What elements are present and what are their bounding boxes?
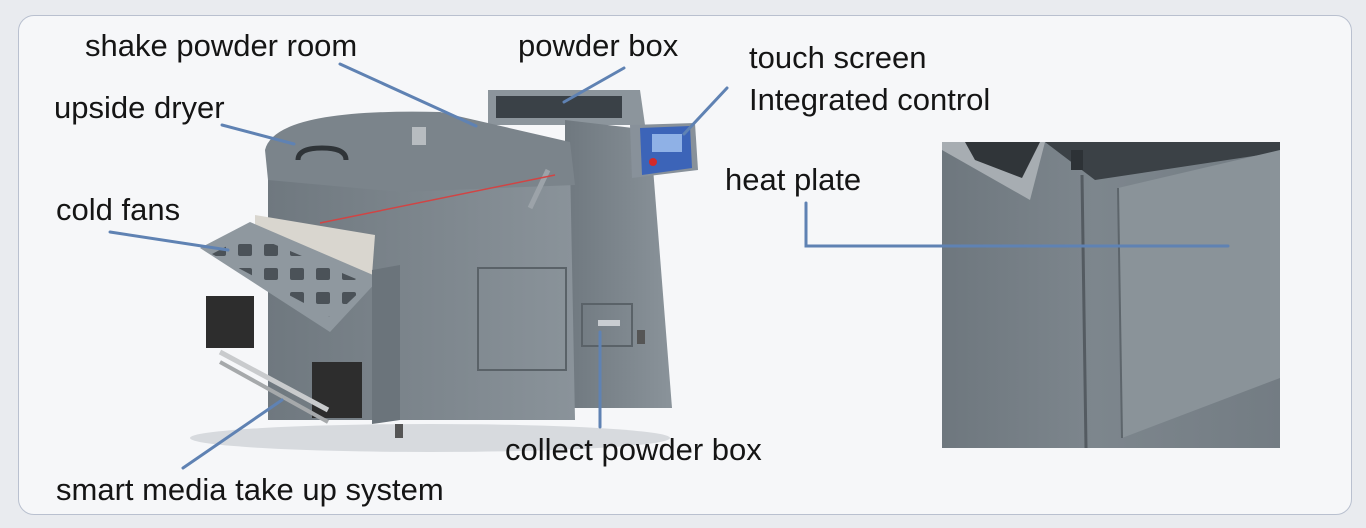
emergency-button-icon — [649, 158, 657, 166]
label-shake-powder-room: shake powder room — [85, 28, 357, 64]
label-heat-plate: heat plate — [725, 162, 861, 198]
label-smart-media-take-up: smart media take up system — [56, 472, 444, 508]
label-integrated-control: Integrated control — [749, 82, 990, 118]
machine-illustration — [190, 90, 698, 452]
label-cold-fans: cold fans — [56, 192, 180, 228]
label-touch-screen: touch screen — [749, 40, 927, 76]
label-collect-powder-box: collect powder box — [505, 432, 762, 468]
label-upside-dryer: upside dryer — [54, 90, 225, 126]
heat-plate-closeup — [942, 142, 1280, 448]
leader-cold-fans — [110, 232, 228, 250]
label-powder-box: powder box — [518, 28, 678, 64]
leader-touch-screen — [684, 88, 727, 134]
